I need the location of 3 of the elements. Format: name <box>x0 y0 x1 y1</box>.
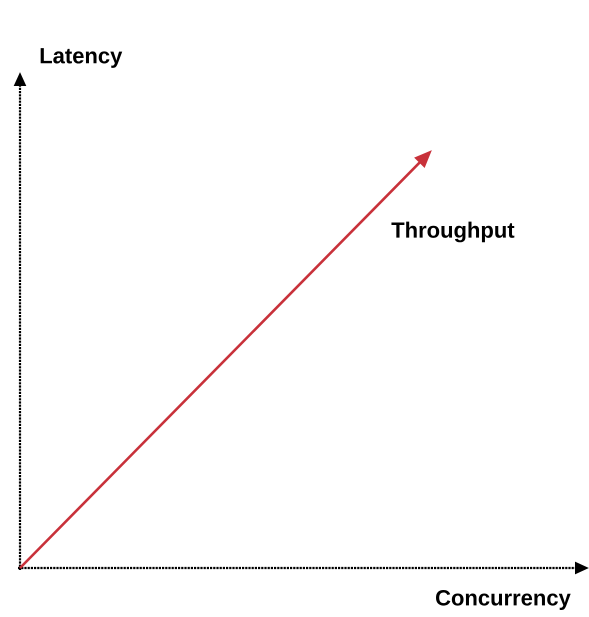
line-label: Throughput <box>391 222 514 242</box>
axis-label: Latency <box>40 48 122 68</box>
axis-label: Concurrency <box>436 590 571 610</box>
